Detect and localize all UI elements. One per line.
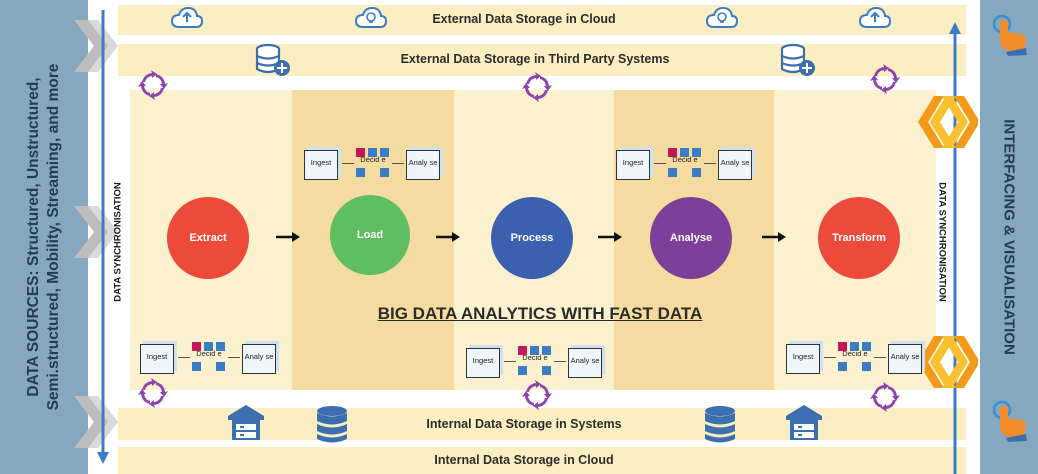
decide-label: Decid e — [196, 349, 222, 358]
decide-box: Decid e — [668, 148, 702, 178]
analyse-label: Analy se — [408, 158, 438, 167]
ingest-box: Ingest — [616, 150, 650, 180]
analyse-label: Analy se — [244, 352, 274, 361]
ingest-box: Ingest — [466, 348, 500, 378]
warehouse-icon — [228, 405, 264, 440]
mini-flow: Ingest Decid e Analy se — [786, 338, 924, 376]
stage-analyse: Analyse — [650, 197, 732, 279]
analyse-box: Analy se — [888, 344, 922, 374]
ingest-label: Ingest — [792, 352, 814, 361]
decide-label: Decid e — [360, 155, 386, 164]
cloud-bulb-icon — [705, 6, 739, 28]
decide-box: Decid e — [356, 148, 390, 178]
stage-extract: Extract — [167, 197, 249, 279]
mini-flow: Ingest Decid e Analy se — [304, 144, 442, 182]
flow-arrow — [762, 232, 786, 242]
data-sources-label: DATA SOURCES: Structured, Unstructured, … — [24, 2, 64, 472]
analyse-box: Analy se — [568, 348, 602, 378]
data-sources-panel: DATA SOURCES: Structured, Unstructured, … — [0, 0, 88, 474]
decide-box: Decid e — [838, 342, 872, 372]
sync-label-right: DATA SYNCHRONISATION — [936, 182, 948, 302]
warehouse-icon — [786, 405, 822, 440]
ingest-label: Ingest — [310, 158, 332, 167]
sync-arrow-right — [949, 22, 961, 474]
decide-label: Decid e — [842, 349, 868, 358]
ingest-box: Ingest — [304, 150, 338, 180]
interfacing-label: INTERFACING & VISUALISATION — [1000, 119, 1018, 355]
touch-hand-icon — [992, 400, 1027, 442]
cloud-icon — [170, 6, 204, 28]
cloud-bulb-icon — [354, 6, 388, 28]
analyse-label: Analy se — [890, 352, 920, 361]
flow-arrow — [436, 232, 460, 242]
decide-box: Decid e — [518, 346, 552, 376]
stage-process: Process — [491, 197, 573, 279]
database-icon — [317, 406, 347, 443]
stage-transform: Transform — [818, 197, 900, 279]
touch-hand-icon — [992, 14, 1027, 56]
cloud-icon — [858, 6, 892, 28]
mini-flow: Ingest Decid e Analy se — [466, 342, 604, 380]
ingest-label: Ingest — [472, 356, 494, 365]
third-party-storage-label: External Data Storage in Third Party Sys… — [400, 52, 670, 66]
analyse-label: Analy se — [570, 356, 600, 365]
sync-arrow-left — [97, 10, 109, 464]
decide-box: Decid e — [192, 342, 226, 372]
data-sources-line-1: DATA SOURCES: Structured, Unstructured, — [25, 77, 42, 397]
ingest-box: Ingest — [140, 344, 174, 374]
sync-icon — [522, 72, 552, 102]
ingest-label: Ingest — [146, 352, 168, 361]
database-icon — [705, 406, 735, 443]
sync-icon — [870, 382, 900, 412]
ingest-label: Ingest — [622, 158, 644, 167]
cloud-storage-label-top: External Data Storage in Cloud — [432, 12, 616, 26]
flow-arrow — [276, 232, 300, 242]
flow-arrow — [598, 232, 622, 242]
stage-load: Load — [330, 195, 410, 275]
sync-label-left: DATA SYNCHRONISATION — [112, 182, 124, 302]
diagram-title: BIG DATA ANALYTICS WITH FAST DATA — [377, 304, 703, 323]
decide-label: Decid e — [672, 155, 698, 164]
sync-icon — [138, 378, 168, 408]
internal-cloud-band — [118, 447, 966, 474]
ingest-box: Ingest — [786, 344, 820, 374]
mini-flow: Ingest Decid e Analy se — [616, 144, 754, 182]
cloud-storage-band-top — [118, 5, 966, 35]
analyse-box: Analy se — [406, 150, 440, 180]
decide-label: Decid e — [522, 353, 548, 362]
analyse-box: Analy se — [718, 150, 752, 180]
data-sources-line-2: Semi.structured, Mobility, Streaming, an… — [45, 63, 62, 411]
database-add-icon — [255, 43, 290, 76]
analyse-label: Analy se — [720, 158, 750, 167]
sync-icon — [138, 70, 168, 100]
analyse-box: Analy se — [242, 344, 276, 374]
code-chevrons-icon — [918, 96, 978, 148]
internal-cloud-label: Internal Data Storage in Cloud — [434, 453, 614, 467]
sync-icon — [870, 64, 900, 94]
code-chevrons-icon — [918, 336, 978, 388]
mini-flow: Ingest Decid e Analy se — [140, 338, 278, 376]
internal-systems-label: Internal Data Storage in Systems — [426, 417, 622, 431]
database-add-icon — [780, 43, 815, 76]
interfacing-panel: INTERFACING & VISUALISATION — [980, 0, 1038, 474]
sync-icon — [522, 380, 552, 410]
